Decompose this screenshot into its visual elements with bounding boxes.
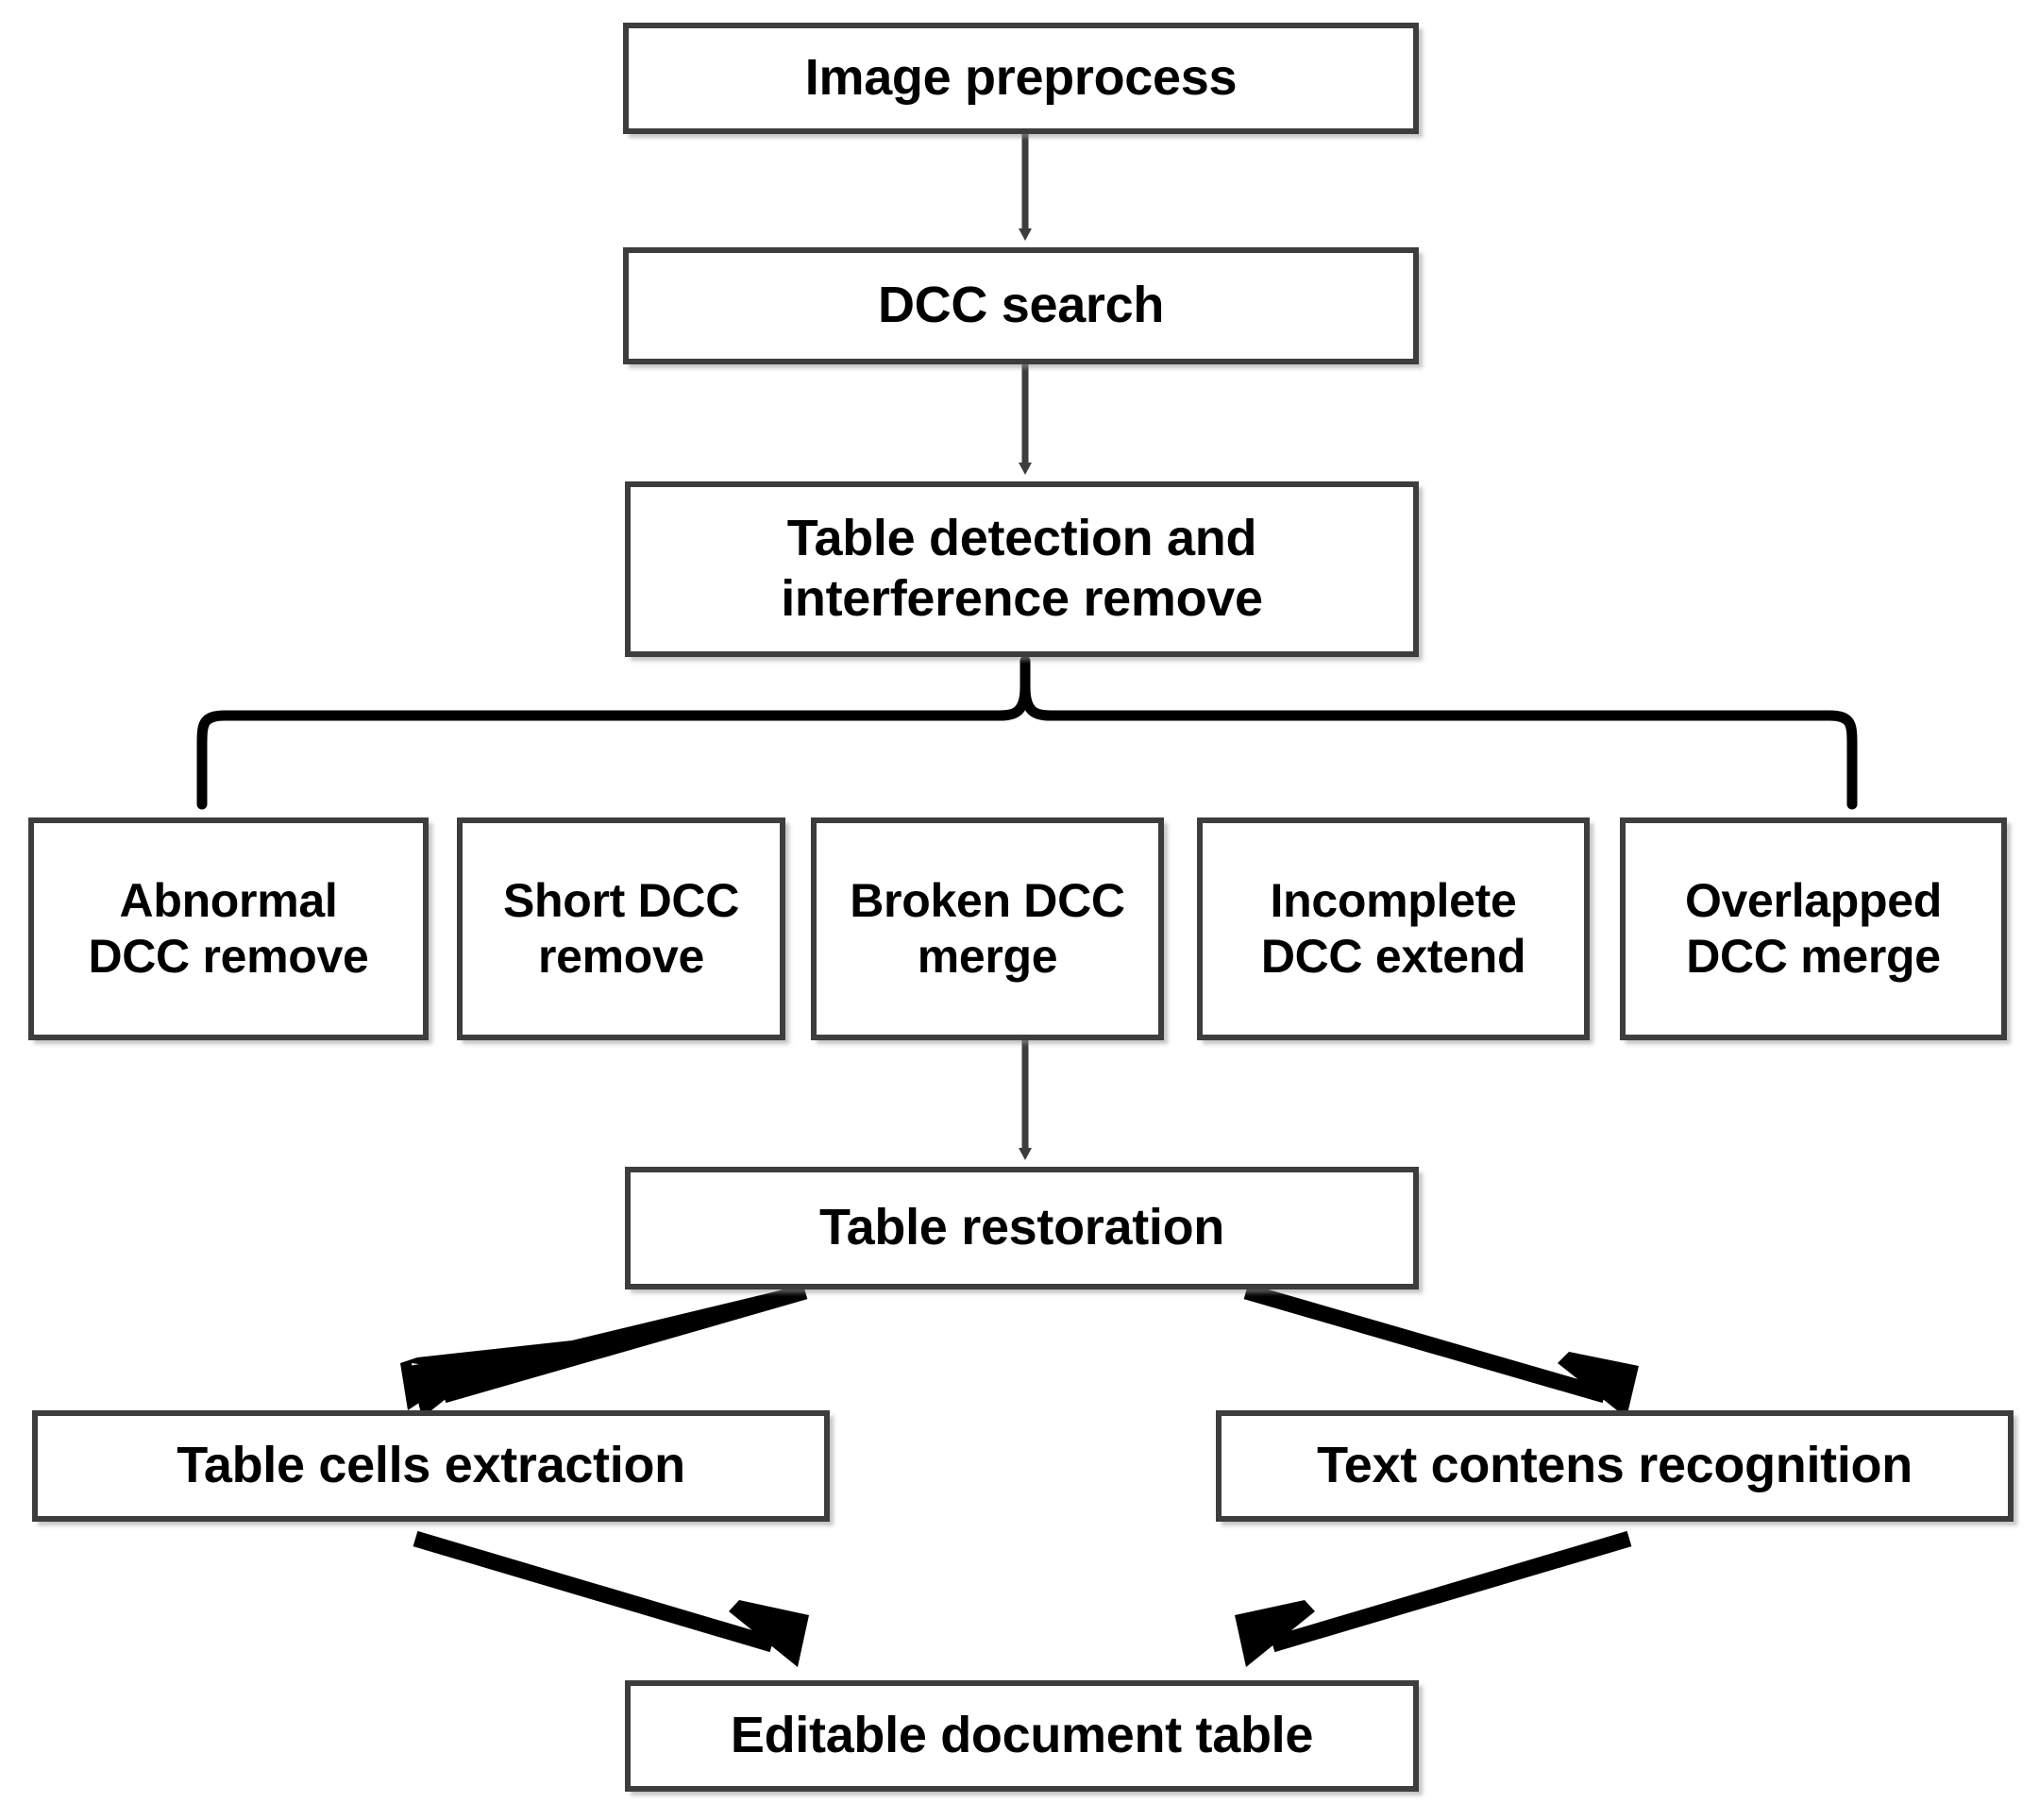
node-abnormal-dcc-remove[interactable]: Abnormal DCC remove — [28, 817, 429, 1040]
node-broken-dcc-merge[interactable]: Broken DCC merge — [811, 817, 1164, 1040]
edge-text-to-editable — [1235, 1530, 1632, 1667]
edge-cells-to-editable — [413, 1530, 809, 1667]
node-table-restoration[interactable]: Table restoration — [625, 1167, 1419, 1289]
node-text-contents-recognition[interactable]: Text contens recognition — [1216, 1410, 2014, 1522]
node-table-cells-extraction[interactable]: Table cells extraction — [32, 1410, 830, 1522]
edge-restoration-to-cells — [400, 1283, 808, 1418]
node-short-dcc-remove[interactable]: Short DCC remove — [457, 817, 785, 1040]
edge-restoration-to-text — [1243, 1283, 1639, 1418]
node-editable-document-table[interactable]: Editable document table — [625, 1680, 1419, 1792]
node-incomplete-dcc-extend[interactable]: Incomplete DCC extend — [1197, 817, 1590, 1040]
node-table-detection-and-interference-remove[interactable]: Table detection and interference remove — [625, 481, 1419, 657]
node-image-preprocess[interactable]: Image preprocess — [623, 23, 1419, 134]
edge-brace-split — [196, 655, 1858, 810]
node-overlapped-dcc-merge[interactable]: Overlapped DCC merge — [1620, 817, 2007, 1040]
node-dcc-search[interactable]: DCC search — [623, 247, 1419, 364]
